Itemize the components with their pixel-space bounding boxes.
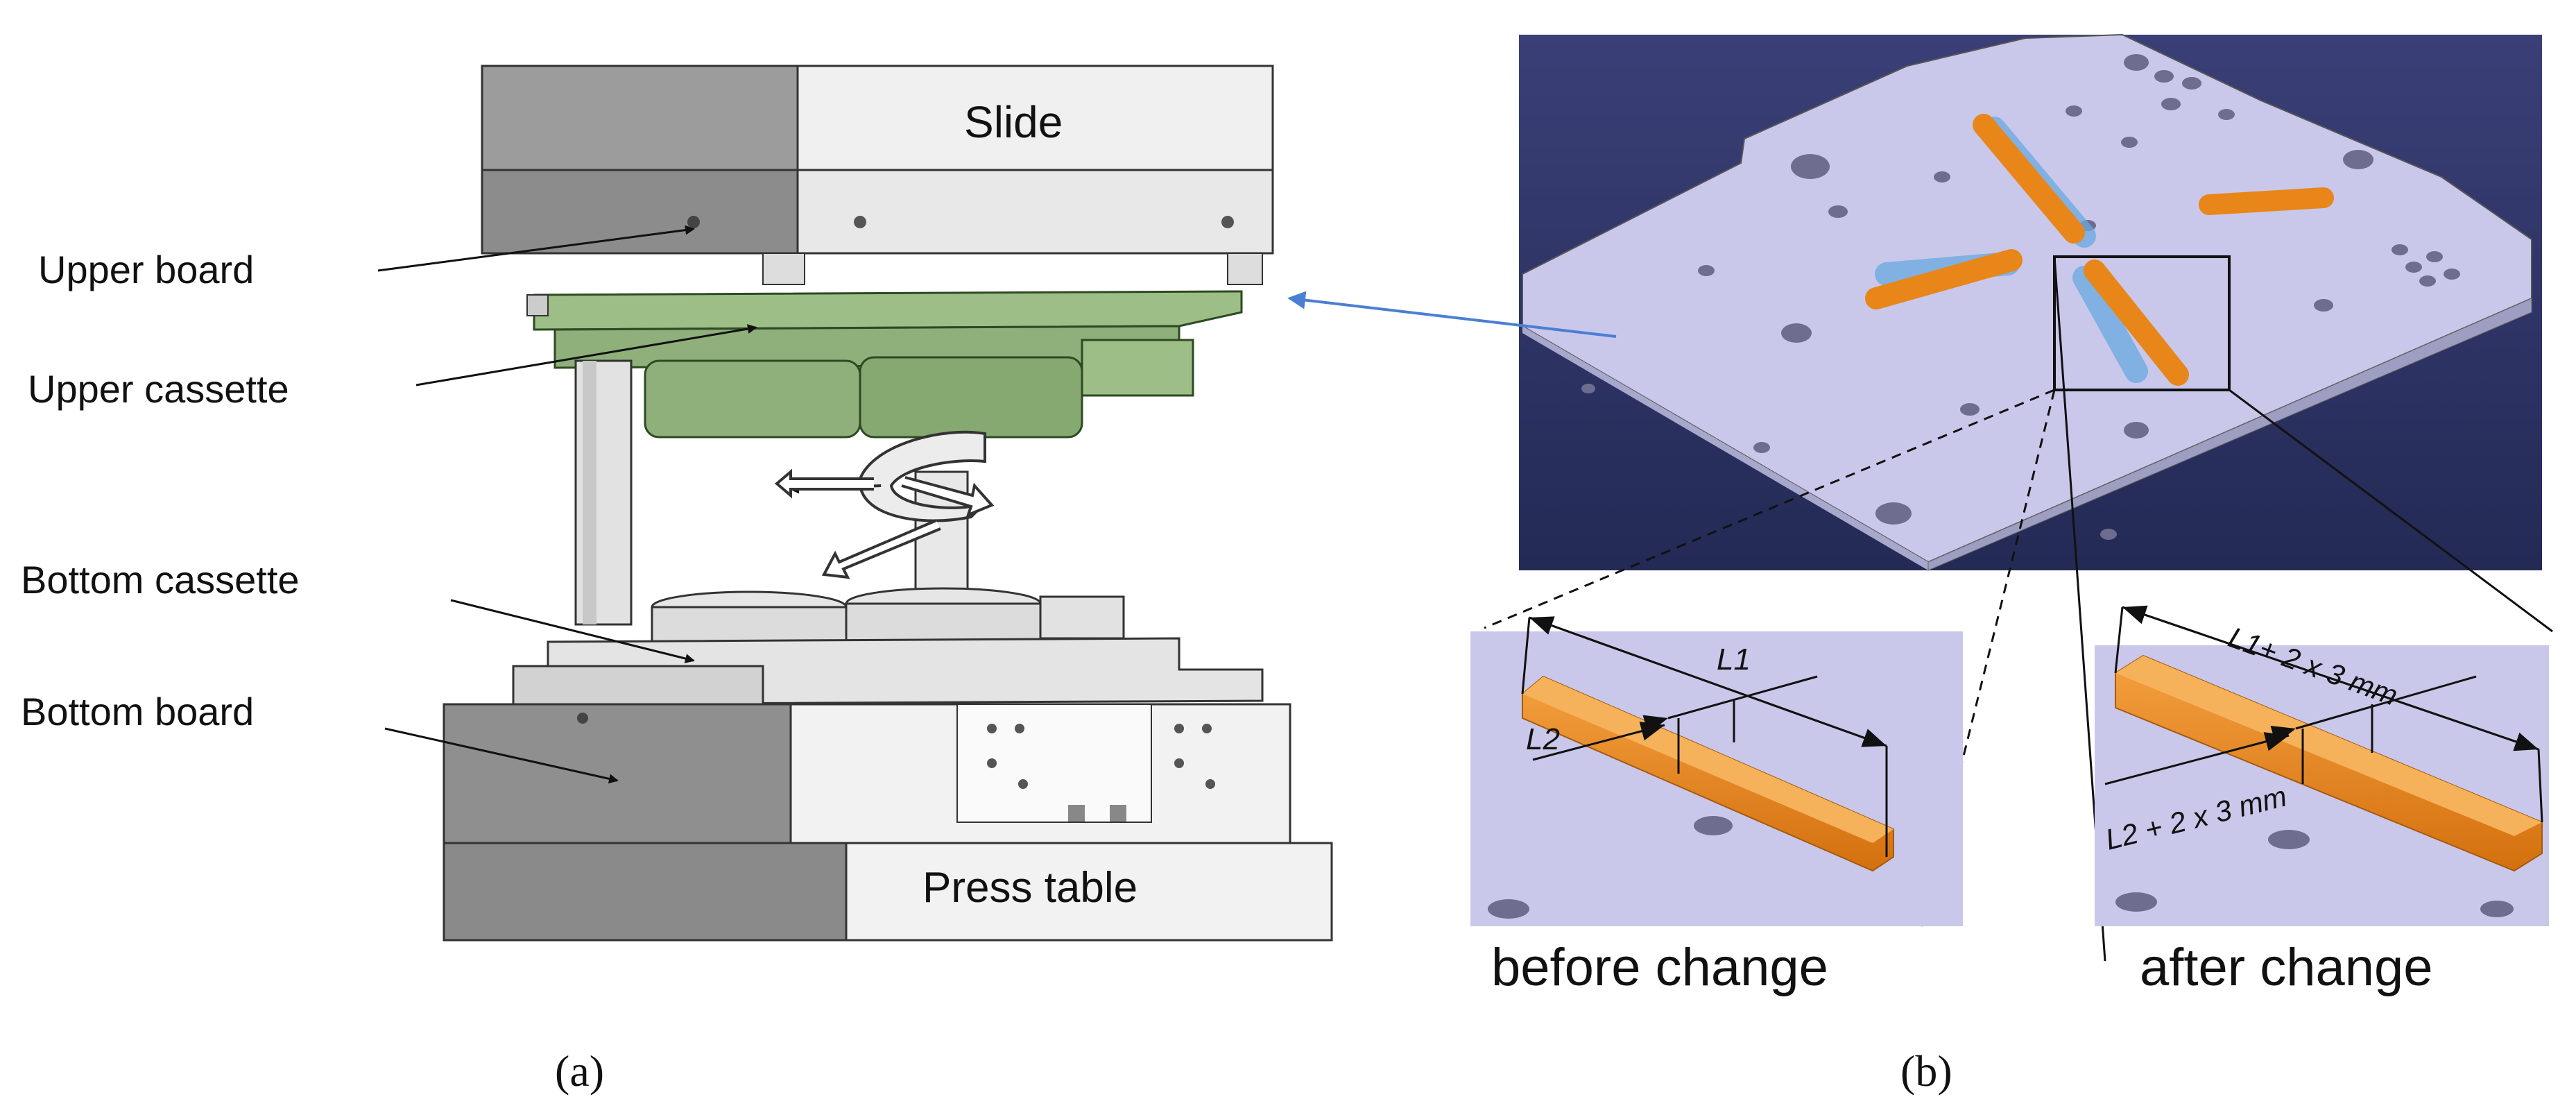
leader-bottom-board — [384, 727, 619, 784]
before-detail: L1 L2 — [1470, 616, 1963, 926]
caption-before: before change — [1491, 938, 1828, 997]
connector-arrow — [1287, 291, 1617, 338]
panel-a-label: (a) — [555, 1046, 604, 1096]
label-bottom-cassette: Bottom cassette — [21, 558, 300, 602]
rotation-symbol — [774, 430, 995, 579]
after-detail: L1+ 2 x 3 mm L2 + 2 x 3 mm — [2095, 605, 2549, 926]
label-upper-board: Upper board — [38, 248, 254, 291]
bottom-cassette-shape — [512, 587, 1264, 706]
plate-3d-view — [1519, 33, 2542, 571]
label-bottom-board: Bottom board — [21, 690, 254, 733]
bottom-board-shape — [443, 703, 1291, 844]
label-slide: Slide — [964, 97, 1063, 147]
before-dim-width: L2 — [1526, 722, 1560, 756]
caption-after: after change — [2140, 938, 2433, 997]
plate-holes — [1581, 54, 2460, 540]
slide-block — [481, 65, 1274, 285]
panel-b-label: (b) — [1900, 1046, 1952, 1096]
plate-slots — [1865, 114, 2334, 386]
press-assembly — [443, 65, 1333, 942]
press-table-shape — [443, 842, 1333, 942]
label-press-table: Press table — [922, 864, 1137, 912]
leader-upper-board — [377, 225, 695, 272]
before-dim-length: L1 — [1717, 643, 1751, 677]
leader-upper-cassette — [415, 324, 757, 386]
label-upper-cassette: Upper cassette — [28, 367, 289, 411]
detail-box — [2053, 255, 2231, 391]
leader-bottom-cassette — [450, 599, 695, 663]
upper-cassette-shape — [526, 290, 1243, 439]
